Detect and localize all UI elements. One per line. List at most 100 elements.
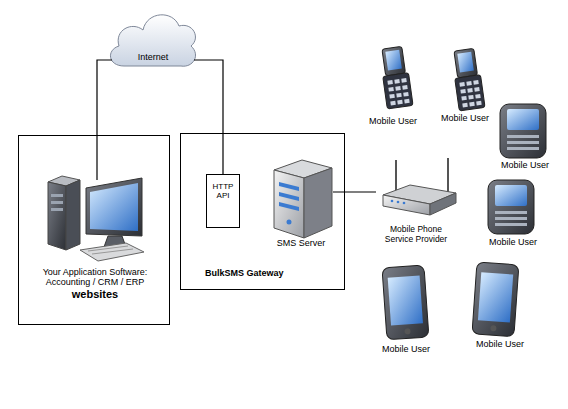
connector-line bbox=[333, 191, 376, 192]
flip-phone-illustration-part bbox=[403, 92, 409, 97]
text-block: Mobile User bbox=[376, 344, 436, 354]
flip-phone-illustration-part bbox=[473, 80, 479, 85]
text-block: HTTP API bbox=[208, 182, 238, 200]
flip-phone-illustration-part bbox=[382, 46, 406, 76]
smartphone-illustration-part bbox=[388, 275, 423, 325]
text-block: Mobile User bbox=[436, 113, 494, 123]
text-block: SMS Server bbox=[269, 238, 333, 248]
router-node: Mobile Phone Service Provider bbox=[376, 158, 456, 250]
flip-phone-illustration-part bbox=[388, 87, 394, 92]
text-block: Your Application Software: Accounting / … bbox=[33, 267, 157, 300]
router-illustration-part bbox=[397, 201, 400, 204]
node-label: HTTP API bbox=[208, 182, 238, 200]
smartphone-illustration-part bbox=[472, 262, 519, 337]
node-label: Mobile User bbox=[436, 113, 494, 123]
flip-phone-illustration-part bbox=[396, 93, 402, 98]
flip-phone-illustration-part bbox=[402, 85, 408, 90]
phone-node: Mobile User bbox=[494, 99, 556, 173]
flip-phone-illustration-part bbox=[395, 86, 401, 91]
text-block: Mobile User bbox=[494, 160, 556, 170]
smartphone-illustration-part bbox=[478, 272, 513, 322]
qwerty-phone-illustration-part bbox=[507, 135, 539, 138]
qwerty-phone-illustration-part bbox=[507, 147, 539, 150]
qwerty-phone-illustration bbox=[488, 180, 534, 234]
server-illustration-part bbox=[279, 202, 299, 211]
text-block: Mobile Phone Service Provider bbox=[376, 225, 456, 245]
computer-illustration-part bbox=[48, 182, 66, 250]
router-illustration-part bbox=[391, 200, 394, 203]
flip-phone-illustration-part bbox=[390, 101, 396, 106]
qwerty-phone-illustration-part bbox=[507, 109, 539, 130]
computer-illustration-part bbox=[66, 180, 80, 250]
text-block: Mobile User bbox=[470, 339, 530, 349]
flip-phone-illustration-part bbox=[454, 48, 478, 78]
node-label: BulkSMS Gateway bbox=[205, 268, 335, 278]
node-label: Your Application Software: Accounting / … bbox=[33, 267, 157, 288]
smartphone-illustration bbox=[472, 262, 519, 337]
flip-phone-illustration-part bbox=[401, 78, 407, 83]
server-node: SMS Server bbox=[269, 156, 333, 252]
flip-phone-illustration-part bbox=[466, 81, 472, 86]
server-illustration-part bbox=[304, 168, 332, 238]
flip-phone-illustration-part bbox=[387, 80, 393, 85]
cloud-shape bbox=[110, 15, 195, 66]
flip-phone-illustration-part bbox=[474, 87, 480, 92]
gateway-box: BulkSMS Gateway HTTP API SMS Server bbox=[180, 133, 345, 290]
router-illustration-part bbox=[395, 160, 397, 192]
computer-illustration-part bbox=[92, 249, 133, 254]
server-illustration-part bbox=[279, 182, 299, 191]
router-illustration-part bbox=[447, 158, 449, 194]
server-illustration-part bbox=[287, 220, 292, 225]
phone-node: Mobile User bbox=[482, 178, 544, 250]
api-box: HTTP API bbox=[206, 174, 240, 228]
computer-illustration-part bbox=[51, 208, 63, 211]
flip-phone-illustration-part bbox=[462, 103, 468, 108]
cloud-shape-part bbox=[110, 15, 195, 66]
flip-phone-illustration-part bbox=[383, 73, 413, 109]
smartphone-illustration-part bbox=[404, 328, 410, 334]
qwerty-phone-illustration-part bbox=[500, 104, 546, 158]
smartphone-illustration-part bbox=[490, 325, 496, 331]
node-label: Mobile Phone Service Provider bbox=[376, 225, 456, 245]
computer-illustration bbox=[48, 176, 144, 261]
node-label: Internet bbox=[112, 52, 194, 62]
wire bbox=[96, 135, 97, 180]
flip-phone-illustration-part bbox=[461, 96, 467, 101]
node-label: Mobile User bbox=[482, 237, 544, 247]
router-illustration-part bbox=[430, 193, 456, 215]
flip-phone-illustration-part bbox=[404, 99, 410, 104]
flip-phone-illustration-part bbox=[476, 101, 482, 106]
qwerty-phone-illustration-part bbox=[495, 211, 527, 214]
application-box: Your Application Software: Accounting / … bbox=[18, 135, 170, 325]
text-block: Mobile User bbox=[364, 116, 422, 126]
router-illustration-part bbox=[383, 195, 430, 215]
node-label: SMS Server bbox=[269, 238, 333, 248]
flip-phone-illustration bbox=[451, 48, 485, 111]
flip-phone-illustration-part bbox=[397, 100, 403, 105]
flip-phone-illustration-part bbox=[468, 95, 474, 100]
flip-phone-illustration-part bbox=[389, 94, 395, 99]
flip-phone-illustration-part bbox=[457, 52, 474, 73]
router-illustration-part bbox=[403, 202, 406, 205]
server-illustration bbox=[274, 160, 332, 238]
text-block: Internet bbox=[112, 52, 194, 62]
router-illustration bbox=[383, 158, 456, 215]
qwerty-phone-illustration-part bbox=[495, 217, 527, 220]
flip-phone-illustration-part bbox=[467, 88, 473, 93]
computer-illustration-part bbox=[51, 194, 63, 197]
flip-phone-illustration-part bbox=[394, 79, 400, 84]
smartphone-illustration bbox=[382, 265, 429, 340]
node-label: Mobile User bbox=[494, 160, 556, 170]
computer-illustration-part bbox=[80, 243, 144, 261]
connector-line bbox=[97, 60, 112, 135]
node-label: Mobile User bbox=[376, 344, 436, 354]
flip-phone-illustration-part bbox=[469, 102, 475, 107]
phone-node: Mobile User bbox=[376, 264, 436, 356]
computer-illustration-part bbox=[51, 201, 63, 204]
qwerty-phone-illustration-part bbox=[495, 223, 527, 226]
flip-phone-illustration-part bbox=[460, 89, 466, 94]
qwerty-phone-illustration-part bbox=[507, 141, 539, 144]
cloud-node: Internet bbox=[112, 5, 194, 69]
flip-phone-illustration-part bbox=[455, 75, 485, 111]
